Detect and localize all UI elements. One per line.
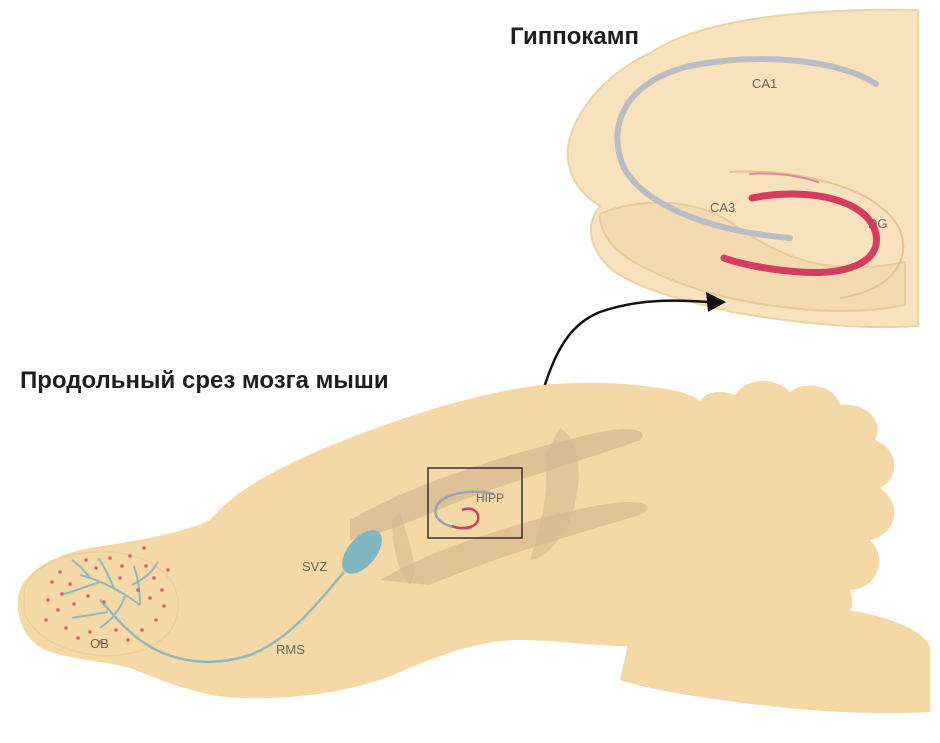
label-svz: SVZ — [302, 559, 327, 574]
label-ob: OB — [90, 636, 109, 651]
label-ca1: CA1 — [752, 76, 777, 91]
brain-section: HIPP SVZ RMS — [18, 381, 930, 713]
hippocampus-title: Гиппокамп — [510, 23, 639, 50]
label-hipp: HIPP — [476, 491, 504, 505]
label-dg: DG — [868, 216, 888, 231]
hippocampus-inset: CA1 CA3 DG — [568, 10, 918, 327]
label-ca3: CA3 — [710, 200, 735, 215]
brain-section-title: Продольный срез мозга мыши — [20, 367, 389, 394]
label-rms: RMS — [276, 642, 305, 657]
